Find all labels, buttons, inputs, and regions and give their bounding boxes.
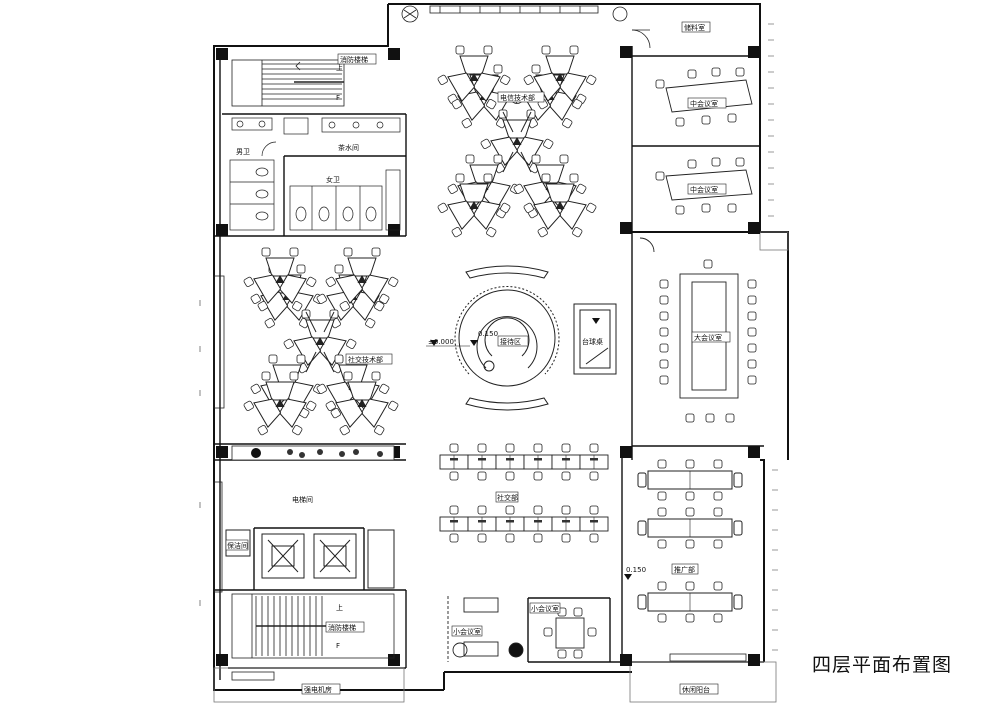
label-wc-f: 女卫 [326, 175, 340, 184]
label-table-tennis: 台球桌 [582, 337, 603, 346]
label-balcony: 休闲阳台 [682, 685, 710, 694]
social-desks [440, 444, 608, 542]
restroom-fixtures [229, 117, 401, 231]
workstations-tech2 [243, 248, 398, 436]
mid-meeting-room-1 [655, 67, 753, 127]
label-wc-m: 男卫 [236, 148, 250, 156]
label-tech2: 社交技术部 [348, 355, 383, 364]
promotion-desks [638, 460, 742, 622]
facade-ticks [199, 23, 778, 651]
stair-marks: 上 F 上 F [336, 63, 343, 650]
small-meeting-2 [543, 607, 597, 659]
pool-table [573, 303, 617, 375]
level-texts: ±0.000 0.150 0.150 [428, 330, 646, 574]
label-cleaning: 保洁间 [227, 541, 248, 550]
label-storage: 储料室 [684, 23, 705, 32]
label-promotion: 推广部 [674, 565, 695, 574]
level-raise1: 0.150 [478, 330, 498, 338]
stair-top [231, 59, 345, 107]
label-meeting-mid2: 中会议室 [690, 185, 718, 194]
elevators [225, 529, 395, 589]
room-labels: 储料室 消防楼梯 茶水间 男卫 女卫 电信技术部 中会议室 中会议室 社交技术部… [225, 21, 731, 695]
label-small-meeting1: 小会议室 [453, 627, 481, 636]
stair-down-bottom: F [336, 642, 340, 650]
large-meeting-room [639, 237, 757, 423]
stair-bottom [231, 593, 395, 659]
label-meeting-mid1: 中会议室 [690, 99, 718, 108]
planter-strip [231, 445, 395, 461]
label-social: 社交部 [497, 493, 518, 502]
label-stair-top: 消防楼梯 [340, 55, 368, 64]
plan-title: 四层平面布置图 [812, 654, 953, 676]
label-large-meeting: 大会议室 [694, 333, 722, 342]
stair-up-bottom: 上 [336, 603, 343, 612]
stair-down-top: F [336, 94, 340, 102]
level-raise2: 0.150 [626, 566, 646, 574]
small-meeting-1 [447, 596, 524, 662]
label-reception: 接待区 [500, 337, 521, 346]
level-marks [426, 318, 632, 580]
label-stair-bottom: 消防楼梯 [328, 623, 356, 632]
balcony-outline [213, 231, 789, 703]
label-electric: 强电机房 [304, 685, 332, 694]
level-ground: ±0.000 [428, 338, 454, 346]
label-elevator-hall: 电梯间 [292, 495, 313, 504]
reception-desk [454, 265, 560, 411]
windows [213, 5, 747, 681]
stair-up-top: 上 [336, 63, 343, 72]
label-tech1: 电信技术部 [500, 93, 535, 102]
label-small-meeting2: 小会议室 [531, 604, 559, 613]
label-tea: 茶水间 [338, 143, 359, 152]
workstations-tech1 [437, 46, 596, 238]
storage-room-detail [401, 5, 651, 49]
